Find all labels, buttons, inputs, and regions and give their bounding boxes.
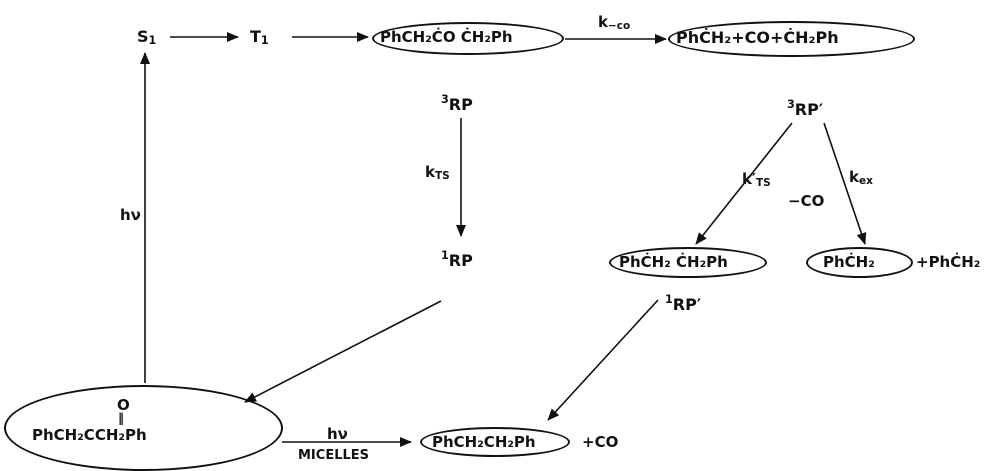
benzyl-cage-oval (806, 247, 913, 278)
hv-vertical-label: hν (120, 206, 141, 224)
plus-co-label: +CO (582, 433, 619, 451)
product-formula: PhCH₂CH₂Ph (432, 433, 536, 451)
benzyl-pair-oval (609, 247, 767, 278)
kex-label: kex (849, 168, 873, 187)
minus-co-label: −CO (788, 192, 825, 210)
s1-label: S1 (137, 27, 157, 47)
benzyl-cage-formula: PhĊH₂ (823, 253, 875, 271)
arrow-recombination (547, 299, 659, 421)
singlet-rp-prime-label: 1RP′ (665, 293, 702, 314)
benzyl-pair-formula: PhĊH₂ ĊH₂Ph (619, 253, 728, 271)
benzyl-co-pair-oval (668, 21, 915, 57)
arrow-kts-prime (695, 122, 793, 245)
hv-bottom-label: hν (327, 425, 348, 443)
ketone-double-bond: ‖ (118, 411, 124, 425)
acyl-pair-oval (372, 22, 564, 55)
kts-prime-label: k′TS (742, 170, 771, 189)
product-oval (420, 427, 570, 457)
arrow-rp1-to-ketone (244, 300, 442, 403)
micelles-label: MICELLES (298, 448, 370, 463)
ketone-oxygen: O (117, 396, 130, 414)
acyl-pair-formula: PhCH₂ĊO ĊH₂Ph (380, 28, 513, 46)
k-co-label: k−co (598, 13, 631, 32)
singlet-rp-label: 1RP (441, 249, 473, 270)
triplet-rp-prime-label: 3RP′ (787, 98, 824, 119)
t1-label: T1 (250, 27, 269, 47)
arrow-kex (823, 122, 867, 245)
benzyl-co-pair-formula: PhĊH₂+CO+ĊH₂Ph (676, 28, 839, 47)
triplet-rp-label: 3RP (441, 93, 473, 114)
free-benzyl-label: +PhĊH₂ (916, 253, 981, 271)
ketone-formula: PhCH₂CCH₂Ph (32, 426, 147, 444)
kts-label: kTS (425, 163, 450, 182)
